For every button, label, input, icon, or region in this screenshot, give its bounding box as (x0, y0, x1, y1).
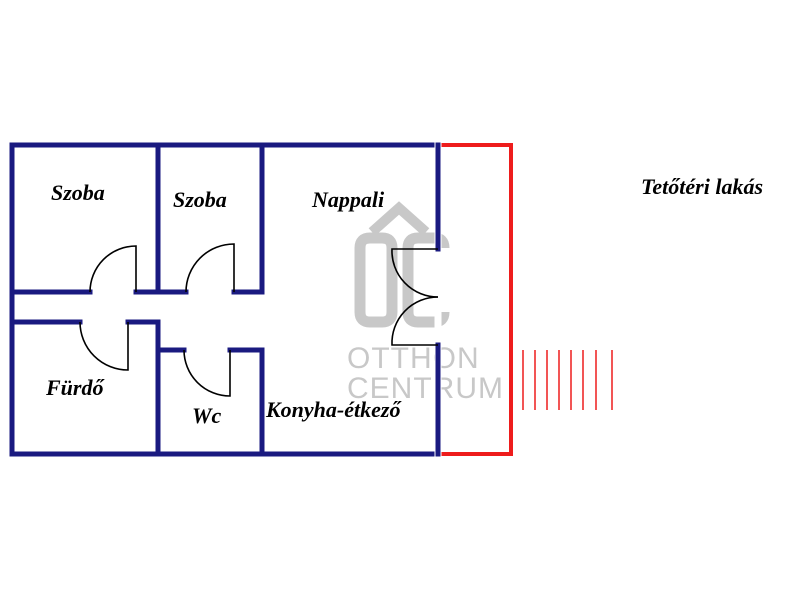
door-terrace-upper (391, 248, 439, 298)
terrace-hatching (522, 350, 613, 410)
room-label-konyha: Konyha-étkező (265, 397, 402, 422)
door-terrace-lower (391, 296, 439, 346)
terrace (438, 143, 613, 456)
room-label-furdo: Fürdő (45, 375, 105, 400)
door-szoba-2 (185, 243, 235, 293)
doors (79, 243, 439, 397)
watermark-line2: CENTRUM (347, 372, 504, 405)
watermark: OTTHON CENTRUM (347, 201, 504, 405)
door-wc (183, 349, 231, 397)
door-szoba-1 (89, 245, 137, 293)
watermark-line1: OTTHON (347, 342, 480, 375)
plan-title: Tetőtéri lakás (641, 174, 763, 199)
watermark-logo-mark (368, 201, 430, 236)
walls (9, 141, 442, 458)
room-label-wc: Wc (192, 403, 222, 428)
room-label-szoba-2: Szoba (173, 187, 227, 212)
watermark-logo-o (354, 232, 398, 328)
room-label-nappali: Nappali (311, 187, 385, 212)
room-label-szoba-1: Szoba (51, 180, 105, 205)
door-furdo (79, 321, 129, 371)
terrace-outline (438, 143, 513, 456)
